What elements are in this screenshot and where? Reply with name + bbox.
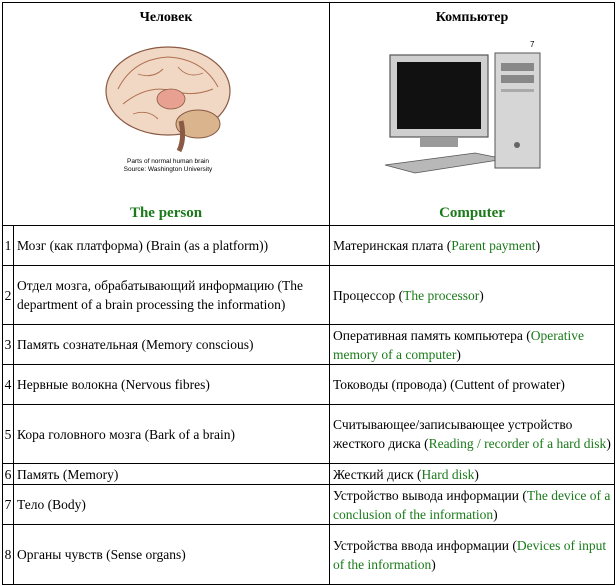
- person-en: The department of a brain processing the…: [17, 278, 304, 312]
- person-header-ru: Человек: [139, 10, 193, 25]
- person-ru: Отдел мозга, обрабатывающий информацию (: [17, 278, 283, 293]
- computer-cell: Оперативная память компьютера (Operative…: [329, 324, 615, 365]
- computer-tail: ): [535, 238, 541, 253]
- computer-ru: Жесткий диск (: [333, 466, 422, 482]
- person-en: Nervous fibres): [125, 377, 210, 392]
- row-number: 3: [2, 324, 14, 365]
- person-cell: Кора головного мозга (Bark of a brain): [13, 404, 330, 464]
- computer-en: Cuttent of prowater): [454, 377, 565, 392]
- computer-ru: Оперативная память компьютера (: [333, 327, 531, 343]
- person-ru: Тело (: [17, 497, 53, 512]
- person-header-en: The person: [129, 205, 203, 221]
- table-row: 3 Память сознательная (Memory conscious)…: [2, 324, 615, 365]
- computer-en: Devices of input of the information: [333, 537, 607, 572]
- person-ru: Память (: [17, 466, 68, 482]
- person-en: Sense organs): [110, 547, 186, 562]
- table-row: 8 Органы чувств (Sense organs) Устройств…: [2, 524, 615, 585]
- row-number: 2: [2, 265, 14, 325]
- computer-cell: Материнская плата (Parent payment): [329, 225, 615, 266]
- header-row: Человек Parts of normal human brain Sour…: [2, 2, 615, 226]
- computer-cell: Тоководы (провода) (Cuttent of prowater): [329, 364, 615, 405]
- computer-en: The device of a conclusion of the inform…: [333, 487, 611, 522]
- brain-caption-2: Source: Washington University: [124, 166, 213, 173]
- table-row: 4 Нервные волокна (Nervous fibres) Токов…: [2, 364, 615, 405]
- row-number: 4: [2, 364, 14, 405]
- person-cell: Нервные волокна (Nervous fibres): [13, 364, 330, 405]
- computer-en: The processor: [403, 287, 480, 303]
- row-number: 1: [2, 225, 14, 266]
- brain-illustration: Parts of normal human brain Source: Wash…: [105, 46, 231, 173]
- row-number: 8: [2, 524, 14, 585]
- table-row: 5 Кора головного мозга (Bark of a brain)…: [2, 404, 615, 464]
- person-ru: Память сознательная (: [17, 337, 146, 352]
- computer-ru: Устройства ввода информации (: [333, 537, 517, 553]
- computer-en: Parent payment: [451, 238, 536, 253]
- computer-tail: ): [493, 506, 498, 522]
- computer-cell: Процессор (The processor): [329, 265, 615, 325]
- computer-cell: Считывающее/записывающее устройство жест…: [329, 404, 615, 464]
- person-cell: Отдел мозга, обрабатывающий информацию (…: [13, 265, 330, 325]
- person-ru: Мозг (как платформа) (: [17, 238, 151, 253]
- computer-illustration: 7: [384, 40, 541, 174]
- person-cell: Память сознательная (Memory conscious): [13, 324, 330, 365]
- person-ru: Кора головного мозга (: [17, 426, 150, 442]
- person-en: Memory conscious): [145, 337, 254, 352]
- computer-cell: Устройство вывода информации (The device…: [329, 484, 615, 525]
- computer-header-ru: Компьютер: [435, 10, 509, 25]
- computer-tail: ): [479, 287, 484, 303]
- computer-header-cell: Компьютер 7 Computer: [329, 2, 615, 226]
- computer-ru: Процессор (: [333, 287, 404, 303]
- brain-caption-1: Parts of normal human brain: [127, 158, 209, 165]
- computer-ru: Считывающее/записывающее устройство жест…: [333, 417, 573, 451]
- computer-ru: Устройство вывода информации (: [333, 487, 527, 503]
- person-en: Body): [52, 497, 86, 512]
- person-cell: Тело (Body): [13, 484, 330, 525]
- computer-ru: Материнская плата (: [333, 238, 452, 253]
- row-number: 6: [2, 463, 14, 485]
- table-row: 6 Память (Memory) Жесткий диск (Hard dis…: [2, 463, 615, 485]
- computer-tail: ): [456, 346, 461, 362]
- person-en: Memory): [67, 466, 119, 482]
- person-ru: Органы чувств (: [17, 547, 111, 562]
- person-cell: Мозг (как платформа) (Brain (as a platfo…: [13, 225, 330, 266]
- person-en: Brain (as a platform)): [150, 238, 269, 253]
- person-cell: Память (Memory): [13, 463, 330, 485]
- computer-header-en: Computer: [439, 205, 505, 221]
- person-en: Bark of a brain): [149, 426, 236, 442]
- computer-cell: Жесткий диск (Hard disk): [329, 463, 615, 485]
- person-header-cell: Человек Parts of normal human brain Sour…: [2, 2, 330, 226]
- table-row: 7 Тело (Body) Устройство вывода информац…: [2, 484, 615, 525]
- table-row: 2 Отдел мозга, обрабатывающий информацию…: [2, 265, 615, 325]
- person-ru: Нервные волокна (: [17, 377, 126, 392]
- computer-ru: Тоководы (провода) (: [333, 377, 455, 392]
- computer-en: Operative memory of a computer: [333, 327, 584, 362]
- pc-logo: 7: [530, 40, 535, 49]
- computer-en: Hard disk: [421, 466, 475, 482]
- computer-tail: ): [431, 556, 436, 572]
- computer-en: Reading / recorder of a hard disk: [428, 436, 607, 451]
- computer-tail: ): [474, 466, 479, 482]
- table-row: 1 Мозг (как платформа) (Brain (as a plat…: [2, 225, 615, 266]
- computer-cell: Устройства ввода информации (Devices of …: [329, 524, 615, 585]
- row-number: 5: [2, 404, 14, 464]
- computer-tail: ): [606, 436, 611, 451]
- row-number: 7: [2, 484, 14, 525]
- person-cell: Органы чувств (Sense organs): [13, 524, 330, 585]
